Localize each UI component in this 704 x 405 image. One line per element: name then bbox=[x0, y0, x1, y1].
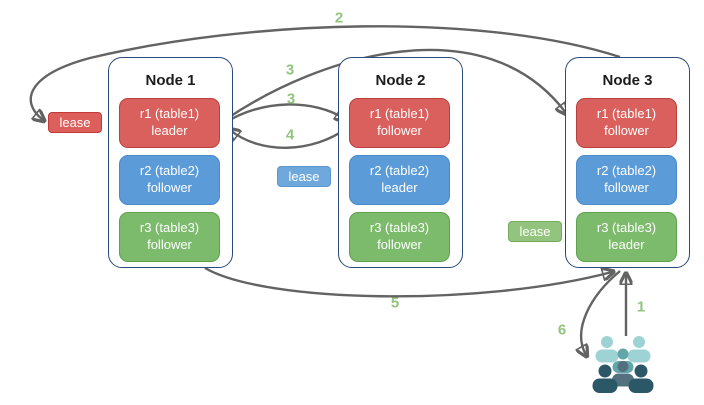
replica-role: follower bbox=[604, 123, 649, 138]
replica-name: r1 (table1) bbox=[596, 106, 657, 122]
node2-replica-r1: r1 (table1) follower bbox=[349, 98, 450, 148]
replica-name: r1 (table1) bbox=[369, 106, 430, 122]
replica-name: r1 (table1) bbox=[139, 106, 200, 122]
step-label-2: 2 bbox=[334, 9, 344, 27]
users-icon bbox=[592, 336, 654, 393]
replica-role: leader bbox=[608, 237, 645, 252]
node-3-title: Node 3 bbox=[602, 72, 653, 89]
arrow-step3-node1-to-node2 bbox=[224, 103, 345, 125]
lease-badge-table2: lease bbox=[277, 166, 331, 187]
replica-role: follower bbox=[147, 180, 192, 195]
node-1: Node 1 r1 (table1) leader r2 (table2) fo… bbox=[108, 57, 233, 268]
step-label-1: 1 bbox=[636, 298, 646, 316]
step-label-3a: 3 bbox=[285, 61, 295, 79]
arrow-step5-node1-to-node3 bbox=[204, 268, 612, 298]
node-1-title: Node 1 bbox=[145, 72, 196, 89]
replica-role: leader bbox=[381, 180, 418, 195]
replica-role: follower bbox=[377, 237, 422, 252]
node2-replica-r2: r2 (table2) leader bbox=[349, 155, 450, 205]
node1-replica-r1: r1 (table1) leader bbox=[119, 98, 220, 148]
step-label-4: 4 bbox=[285, 126, 295, 144]
node1-replica-r3: r3 (table3) follower bbox=[119, 212, 220, 262]
replica-name: r2 (table2) bbox=[139, 163, 200, 179]
replica-role: follower bbox=[147, 237, 192, 252]
lease-badge-table1: lease bbox=[48, 112, 102, 133]
step-label-3b: 3 bbox=[286, 90, 296, 108]
step-label-5: 5 bbox=[390, 294, 400, 312]
lease-badge-table3: lease bbox=[508, 221, 562, 242]
replica-role: follower bbox=[377, 123, 422, 138]
node-3: Node 3 r1 (table1) follower r2 (table2) … bbox=[565, 57, 690, 268]
replica-role: follower bbox=[604, 180, 649, 195]
replica-name: r3 (table3) bbox=[139, 220, 200, 236]
node3-replica-r1: r1 (table1) follower bbox=[576, 98, 677, 148]
replica-name: r2 (table2) bbox=[369, 163, 430, 179]
replica-name: r3 (table3) bbox=[596, 220, 657, 236]
node3-replica-r2: r2 (table2) follower bbox=[576, 155, 677, 205]
node2-replica-r3: r3 (table3) follower bbox=[349, 212, 450, 262]
replica-role: leader bbox=[151, 123, 188, 138]
node1-replica-r2: r2 (table2) follower bbox=[119, 155, 220, 205]
replica-name: r2 (table2) bbox=[596, 163, 657, 179]
node-2-title: Node 2 bbox=[375, 72, 426, 89]
step-label-6: 6 bbox=[557, 321, 567, 339]
node3-replica-r3: r3 (table3) leader bbox=[576, 212, 677, 262]
node-2: Node 2 r1 (table1) follower r2 (table2) … bbox=[338, 57, 463, 268]
replica-name: r3 (table3) bbox=[369, 220, 430, 236]
